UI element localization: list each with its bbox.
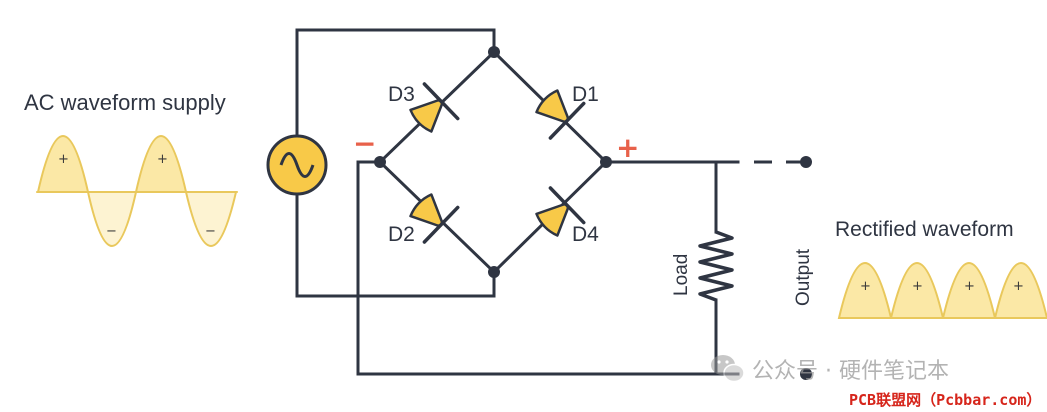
node-left	[374, 156, 386, 168]
watermark-badge-bg	[846, 386, 1047, 412]
polarity-positive: +	[616, 131, 639, 164]
output-terminal-positive	[800, 156, 812, 168]
ac-wave-minus-2: −	[205, 224, 216, 239]
diode-label-d3: D3	[388, 83, 415, 106]
watermark-account: 公众号 · 硬件笔记本	[752, 359, 949, 384]
ac-wave-plus-1: +	[58, 152, 69, 167]
polarity-negative: −	[353, 127, 376, 160]
load-label: Load	[671, 254, 692, 296]
resistor-zigzag-icon	[698, 230, 734, 302]
rect-wave-plus-2: +	[912, 279, 923, 294]
ac-source-sine-icon	[266, 134, 328, 196]
output-terminal-negative	[800, 368, 812, 380]
watermark-badge: PCB联盟网（Pcbbar.com）	[849, 391, 1041, 409]
diode-label-d1: D1	[572, 83, 599, 106]
node-top	[488, 46, 500, 58]
diode-label-d4: D4	[572, 223, 599, 246]
ac-supply-label: AC waveform supply	[24, 90, 226, 115]
circuit-nodes	[374, 46, 812, 380]
rectified-label: Rectified waveform	[835, 218, 1014, 241]
output-label: Output	[793, 248, 814, 306]
wechat-icon	[711, 355, 745, 383]
rect-wave-plus-1: +	[860, 279, 871, 294]
rect-wave-plus-3: +	[964, 279, 975, 294]
diode-label-d2: D2	[388, 223, 415, 246]
node-bottom	[488, 266, 500, 278]
ac-wave-minus-1: −	[106, 224, 117, 239]
node-right	[600, 156, 612, 168]
circuit-wires	[295, 28, 804, 376]
rect-wave-plus-4: +	[1013, 279, 1024, 294]
ac-waveform: + − + −	[36, 135, 238, 247]
ac-wave-plus-2: +	[157, 152, 168, 167]
rectified-waveform: + + + +	[837, 262, 1047, 319]
